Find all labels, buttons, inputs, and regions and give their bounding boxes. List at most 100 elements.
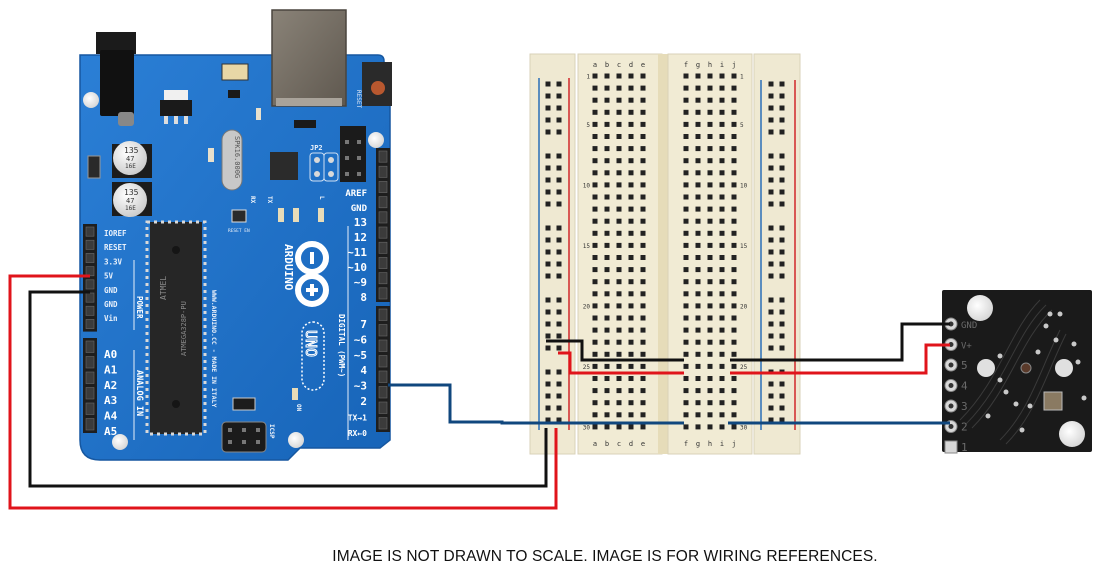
rail-hole[interactable] — [768, 249, 774, 255]
breadboard-hole[interactable] — [695, 339, 701, 345]
breadboard-hole[interactable] — [695, 158, 701, 164]
breadboard-hole[interactable] — [640, 158, 646, 164]
breadboard-hole[interactable] — [719, 134, 725, 139]
breadboard-hole[interactable] — [592, 424, 598, 430]
breadboard-hole[interactable] — [707, 194, 713, 200]
breadboard-hole[interactable] — [707, 388, 713, 394]
breadboard-hole[interactable] — [592, 121, 598, 127]
header-socket[interactable] — [85, 292, 95, 303]
rail-hole[interactable] — [768, 237, 774, 243]
breadboard-hole[interactable] — [695, 376, 701, 381]
breadboard-hole[interactable] — [604, 242, 610, 248]
breadboard-hole[interactable] — [683, 170, 689, 176]
breadboard-hole[interactable] — [707, 170, 713, 176]
breadboard-hole[interactable] — [628, 267, 634, 273]
breadboard-hole[interactable] — [683, 218, 689, 224]
breadboard-hole[interactable] — [695, 315, 701, 321]
breadboard-hole[interactable] — [695, 109, 701, 115]
header-socket[interactable] — [378, 165, 388, 178]
breadboard-hole[interactable] — [731, 267, 737, 273]
breadboard-hole[interactable] — [683, 388, 689, 394]
breadboard-hole[interactable] — [731, 182, 737, 188]
breadboard-hole[interactable] — [616, 327, 622, 333]
breadboard-hole[interactable] — [731, 230, 737, 236]
breadboard-hole[interactable] — [707, 315, 713, 321]
breadboard-hole[interactable] — [731, 363, 737, 369]
breadboard-hole[interactable] — [640, 242, 646, 248]
breadboard-hole[interactable] — [719, 255, 725, 260]
breadboard-hole[interactable] — [628, 351, 634, 357]
header-socket[interactable] — [378, 150, 388, 163]
breadboard-hole[interactable] — [616, 170, 622, 176]
breadboard-hole[interactable] — [719, 97, 725, 103]
breadboard-hole[interactable] — [719, 315, 725, 321]
breadboard-hole[interactable] — [640, 351, 646, 357]
breadboard-hole[interactable] — [695, 400, 701, 406]
breadboard-hole[interactable] — [604, 146, 610, 152]
breadboard-hole[interactable] — [628, 291, 634, 297]
breadboard-hole[interactable] — [604, 339, 610, 345]
breadboard-hole[interactable] — [719, 73, 725, 79]
breadboard-hole[interactable] — [604, 194, 610, 200]
breadboard-hole[interactable] — [628, 363, 634, 369]
breadboard-hole[interactable] — [640, 85, 646, 91]
breadboard-hole[interactable] — [604, 109, 610, 115]
breadboard-hole[interactable] — [707, 376, 713, 381]
rail-hole[interactable] — [779, 81, 785, 87]
rail-hole[interactable] — [779, 261, 785, 267]
breadboard-hole[interactable] — [731, 206, 737, 212]
breadboard-hole[interactable] — [683, 303, 689, 309]
breadboard-hole[interactable] — [731, 400, 737, 406]
breadboard-hole[interactable] — [628, 134, 634, 139]
breadboard-hole[interactable] — [604, 170, 610, 176]
rail-hole[interactable] — [545, 345, 551, 351]
breadboard-hole[interactable] — [640, 109, 646, 115]
breadboard-hole[interactable] — [604, 267, 610, 273]
rail-hole[interactable] — [779, 273, 785, 279]
breadboard-hole[interactable] — [683, 73, 689, 79]
breadboard-hole[interactable] — [707, 230, 713, 236]
breadboard-hole[interactable] — [731, 388, 737, 394]
breadboard-hole[interactable] — [616, 73, 622, 79]
rail-hole[interactable] — [768, 261, 774, 267]
breadboard-hole[interactable] — [628, 279, 634, 285]
breadboard-hole[interactable] — [695, 134, 701, 139]
breadboard-hole[interactable] — [695, 194, 701, 200]
breadboard-hole[interactable] — [731, 121, 737, 127]
header-socket[interactable] — [85, 226, 95, 237]
breadboard-hole[interactable] — [592, 218, 598, 224]
rail-hole[interactable] — [556, 189, 562, 195]
breadboard-hole[interactable] — [604, 351, 610, 357]
breadboard-hole[interactable] — [731, 303, 737, 309]
breadboard-hole[interactable] — [683, 279, 689, 285]
breadboard-hole[interactable] — [616, 85, 622, 91]
breadboard-hole[interactable] — [640, 412, 646, 418]
rail-hole[interactable] — [556, 225, 562, 231]
breadboard-hole[interactable] — [640, 363, 646, 369]
breadboard-hole[interactable] — [616, 218, 622, 224]
breadboard-hole[interactable] — [604, 85, 610, 91]
breadboard-hole[interactable] — [640, 376, 646, 381]
rail-hole[interactable] — [779, 309, 785, 315]
rail-hole[interactable] — [556, 297, 562, 303]
breadboard-hole[interactable] — [616, 267, 622, 273]
breadboard-hole[interactable] — [683, 230, 689, 236]
breadboard-hole[interactable] — [616, 182, 622, 188]
rail-hole[interactable] — [545, 201, 551, 207]
breadboard-hole[interactable] — [604, 363, 610, 369]
breadboard-hole[interactable] — [616, 194, 622, 200]
header-socket[interactable] — [378, 196, 388, 209]
breadboard-hole[interactable] — [719, 85, 725, 91]
rail-hole[interactable] — [768, 117, 774, 123]
header-socket[interactable] — [85, 279, 95, 290]
breadboard-hole[interactable] — [628, 158, 634, 164]
breadboard-hole[interactable] — [731, 109, 737, 115]
breadboard-hole[interactable] — [616, 97, 622, 103]
rail-hole[interactable] — [768, 321, 774, 327]
rail-hole[interactable] — [545, 393, 551, 399]
breadboard-hole[interactable] — [683, 351, 689, 357]
breadboard-hole[interactable] — [640, 218, 646, 224]
breadboard-hole[interactable] — [640, 146, 646, 152]
breadboard-hole[interactable] — [683, 291, 689, 297]
breadboard-hole[interactable] — [616, 400, 622, 406]
